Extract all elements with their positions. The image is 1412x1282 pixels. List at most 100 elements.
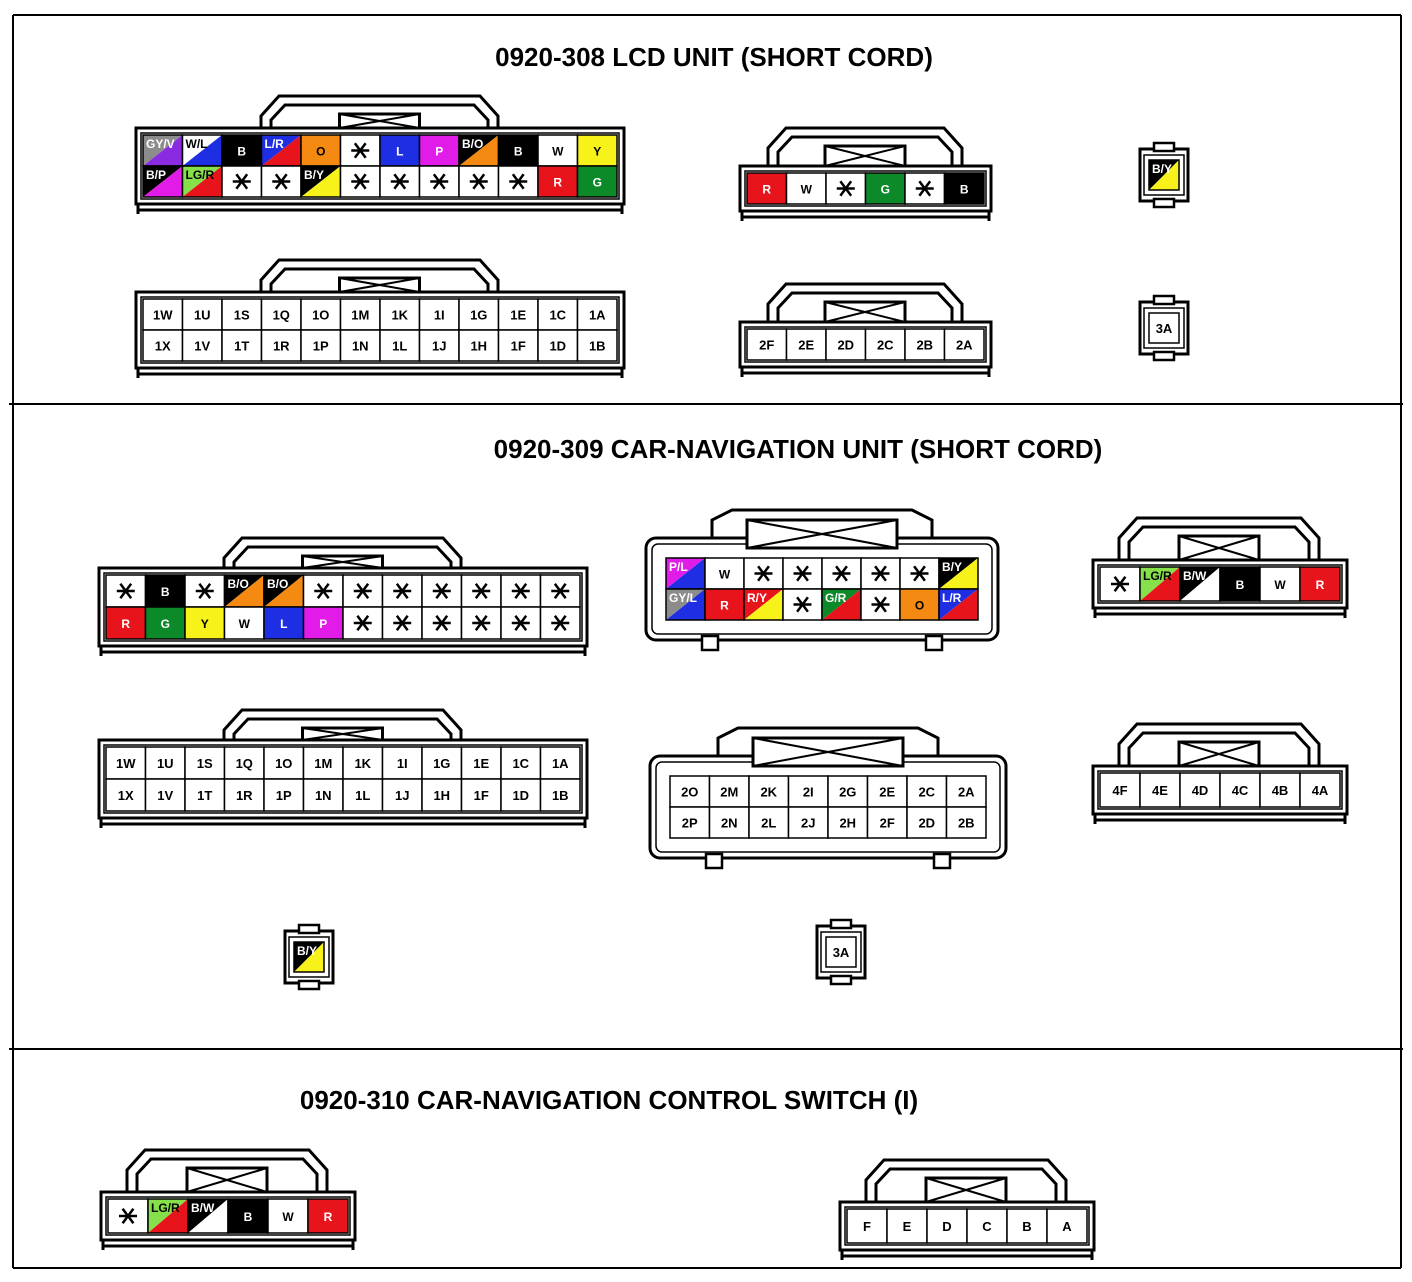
pin-cell: 1D <box>500 778 542 812</box>
pin-cell: 1P <box>263 778 305 812</box>
wire-cell: B <box>943 172 985 205</box>
pin-label: 2N <box>721 816 738 831</box>
wire-color-label: B/W <box>191 1201 215 1215</box>
wire-color-label: B/O <box>267 577 288 591</box>
pin-label: 2D <box>918 816 935 831</box>
wire-cell: B/O <box>223 574 265 608</box>
no-wire-mark <box>469 173 488 190</box>
pin-label: E <box>903 1219 912 1234</box>
wire-cell: W <box>223 606 265 640</box>
wire-cell <box>460 574 502 608</box>
wire-cell: R <box>746 172 788 205</box>
no-wire-mark <box>353 615 372 631</box>
section-frames <box>9 14 1403 1269</box>
pin-cell: 2D <box>825 328 867 361</box>
pin-label: 1L <box>355 788 370 803</box>
pin-cell: 1C <box>537 298 579 331</box>
pin-label: 1O <box>275 756 292 771</box>
pin-cell: 1L <box>379 329 421 362</box>
pin-cell: 1U <box>181 298 223 331</box>
wire-cell <box>418 165 460 198</box>
no-wire-mark <box>511 583 530 599</box>
wire-color-label: W <box>1274 578 1286 592</box>
wire-cell <box>381 574 423 608</box>
pin-cell: 3A <box>825 936 857 968</box>
wire-cell: B/W <box>187 1198 229 1234</box>
no-wire-mark <box>119 1208 137 1224</box>
pin-cell: 1A <box>576 298 618 331</box>
pin-label: 1V <box>194 339 210 354</box>
pin-cell: 1M <box>339 298 381 331</box>
wire-cell: B <box>144 574 186 608</box>
wire-color-label: GY/V <box>146 137 175 151</box>
pin-label: 4D <box>1192 783 1209 798</box>
pin-label: 1R <box>236 788 253 803</box>
wire-cell: B/P <box>142 165 184 198</box>
pin-cell: 1J <box>418 329 460 362</box>
wire-color-label: W <box>719 568 731 582</box>
pin-cell: 4F <box>1099 772 1141 808</box>
pin-cell: 2M <box>708 775 750 808</box>
pin-label: 1S <box>234 308 250 323</box>
wire-color-label: GY/L <box>669 591 697 605</box>
wire-color-label: B/W <box>1183 569 1207 583</box>
wire-cell: Y <box>576 134 618 167</box>
wire-cell <box>107 1198 149 1234</box>
wire-color-label: B/Y <box>304 168 324 182</box>
pin-cell: 1G <box>458 298 500 331</box>
wire-color-label: B <box>237 145 246 159</box>
wire-color-label: LG/R <box>186 168 215 182</box>
wire-color-label: W/L <box>186 137 208 151</box>
wire-cell: G/R <box>821 588 862 621</box>
pin-cell: 1I <box>418 298 460 331</box>
pin-label: 1H <box>470 339 487 354</box>
wire-cell: GY/L <box>665 588 706 621</box>
pin-cell: 1E <box>460 746 502 780</box>
wire-color-label: R <box>324 1210 333 1224</box>
pin-label: 1M <box>314 756 332 771</box>
pin-label: 1H <box>433 788 450 803</box>
pin-label: 1J <box>395 788 409 803</box>
wire-color-label: W <box>552 145 564 159</box>
no-wire-mark <box>314 583 333 599</box>
pin-cell: 1N <box>302 778 344 812</box>
pin-label: 1E <box>473 756 489 771</box>
pin-label: 4B <box>1272 783 1289 798</box>
pin-cell: 2J <box>787 806 829 839</box>
pin-cell: 1L <box>342 778 384 812</box>
no-wire-mark <box>272 173 291 190</box>
wire-cell <box>860 588 901 621</box>
pin-cell: 1Q <box>223 746 265 780</box>
wire-cell: B/Y <box>293 941 325 973</box>
pin-label: 1I <box>434 308 445 323</box>
pin-cell: 4B <box>1259 772 1301 808</box>
pin-label: 1N <box>315 788 332 803</box>
wire-color-label: P <box>435 145 443 159</box>
pin-cell: 1R <box>223 778 265 812</box>
pin-label: 2L <box>761 816 776 831</box>
wire-color-label: P <box>319 617 327 631</box>
no-wire-mark <box>195 583 214 599</box>
wire-color-label: R <box>121 617 130 631</box>
wire-cell: B <box>221 134 263 167</box>
pin-label: 2D <box>837 338 854 353</box>
wire-cell: O <box>300 134 342 167</box>
pin-label: 1C <box>512 756 529 771</box>
wire-color-label: L/R <box>942 591 962 605</box>
pin-cell: 2C <box>864 328 906 361</box>
pin-label: 2K <box>760 785 777 800</box>
no-wire-mark <box>430 173 449 190</box>
pin-label: 1B <box>552 788 569 803</box>
wire-cell <box>904 172 946 205</box>
pin-cell: F <box>846 1208 888 1244</box>
wire-cell: R <box>105 606 147 640</box>
pin-cell: 1Q <box>260 298 302 331</box>
pin-cell: 1H <box>458 329 500 362</box>
pin-cell: A <box>1046 1208 1088 1244</box>
wire-color-label: R <box>720 599 729 613</box>
pin-cell: 1M <box>302 746 344 780</box>
pin-cell: 1X <box>142 329 184 362</box>
